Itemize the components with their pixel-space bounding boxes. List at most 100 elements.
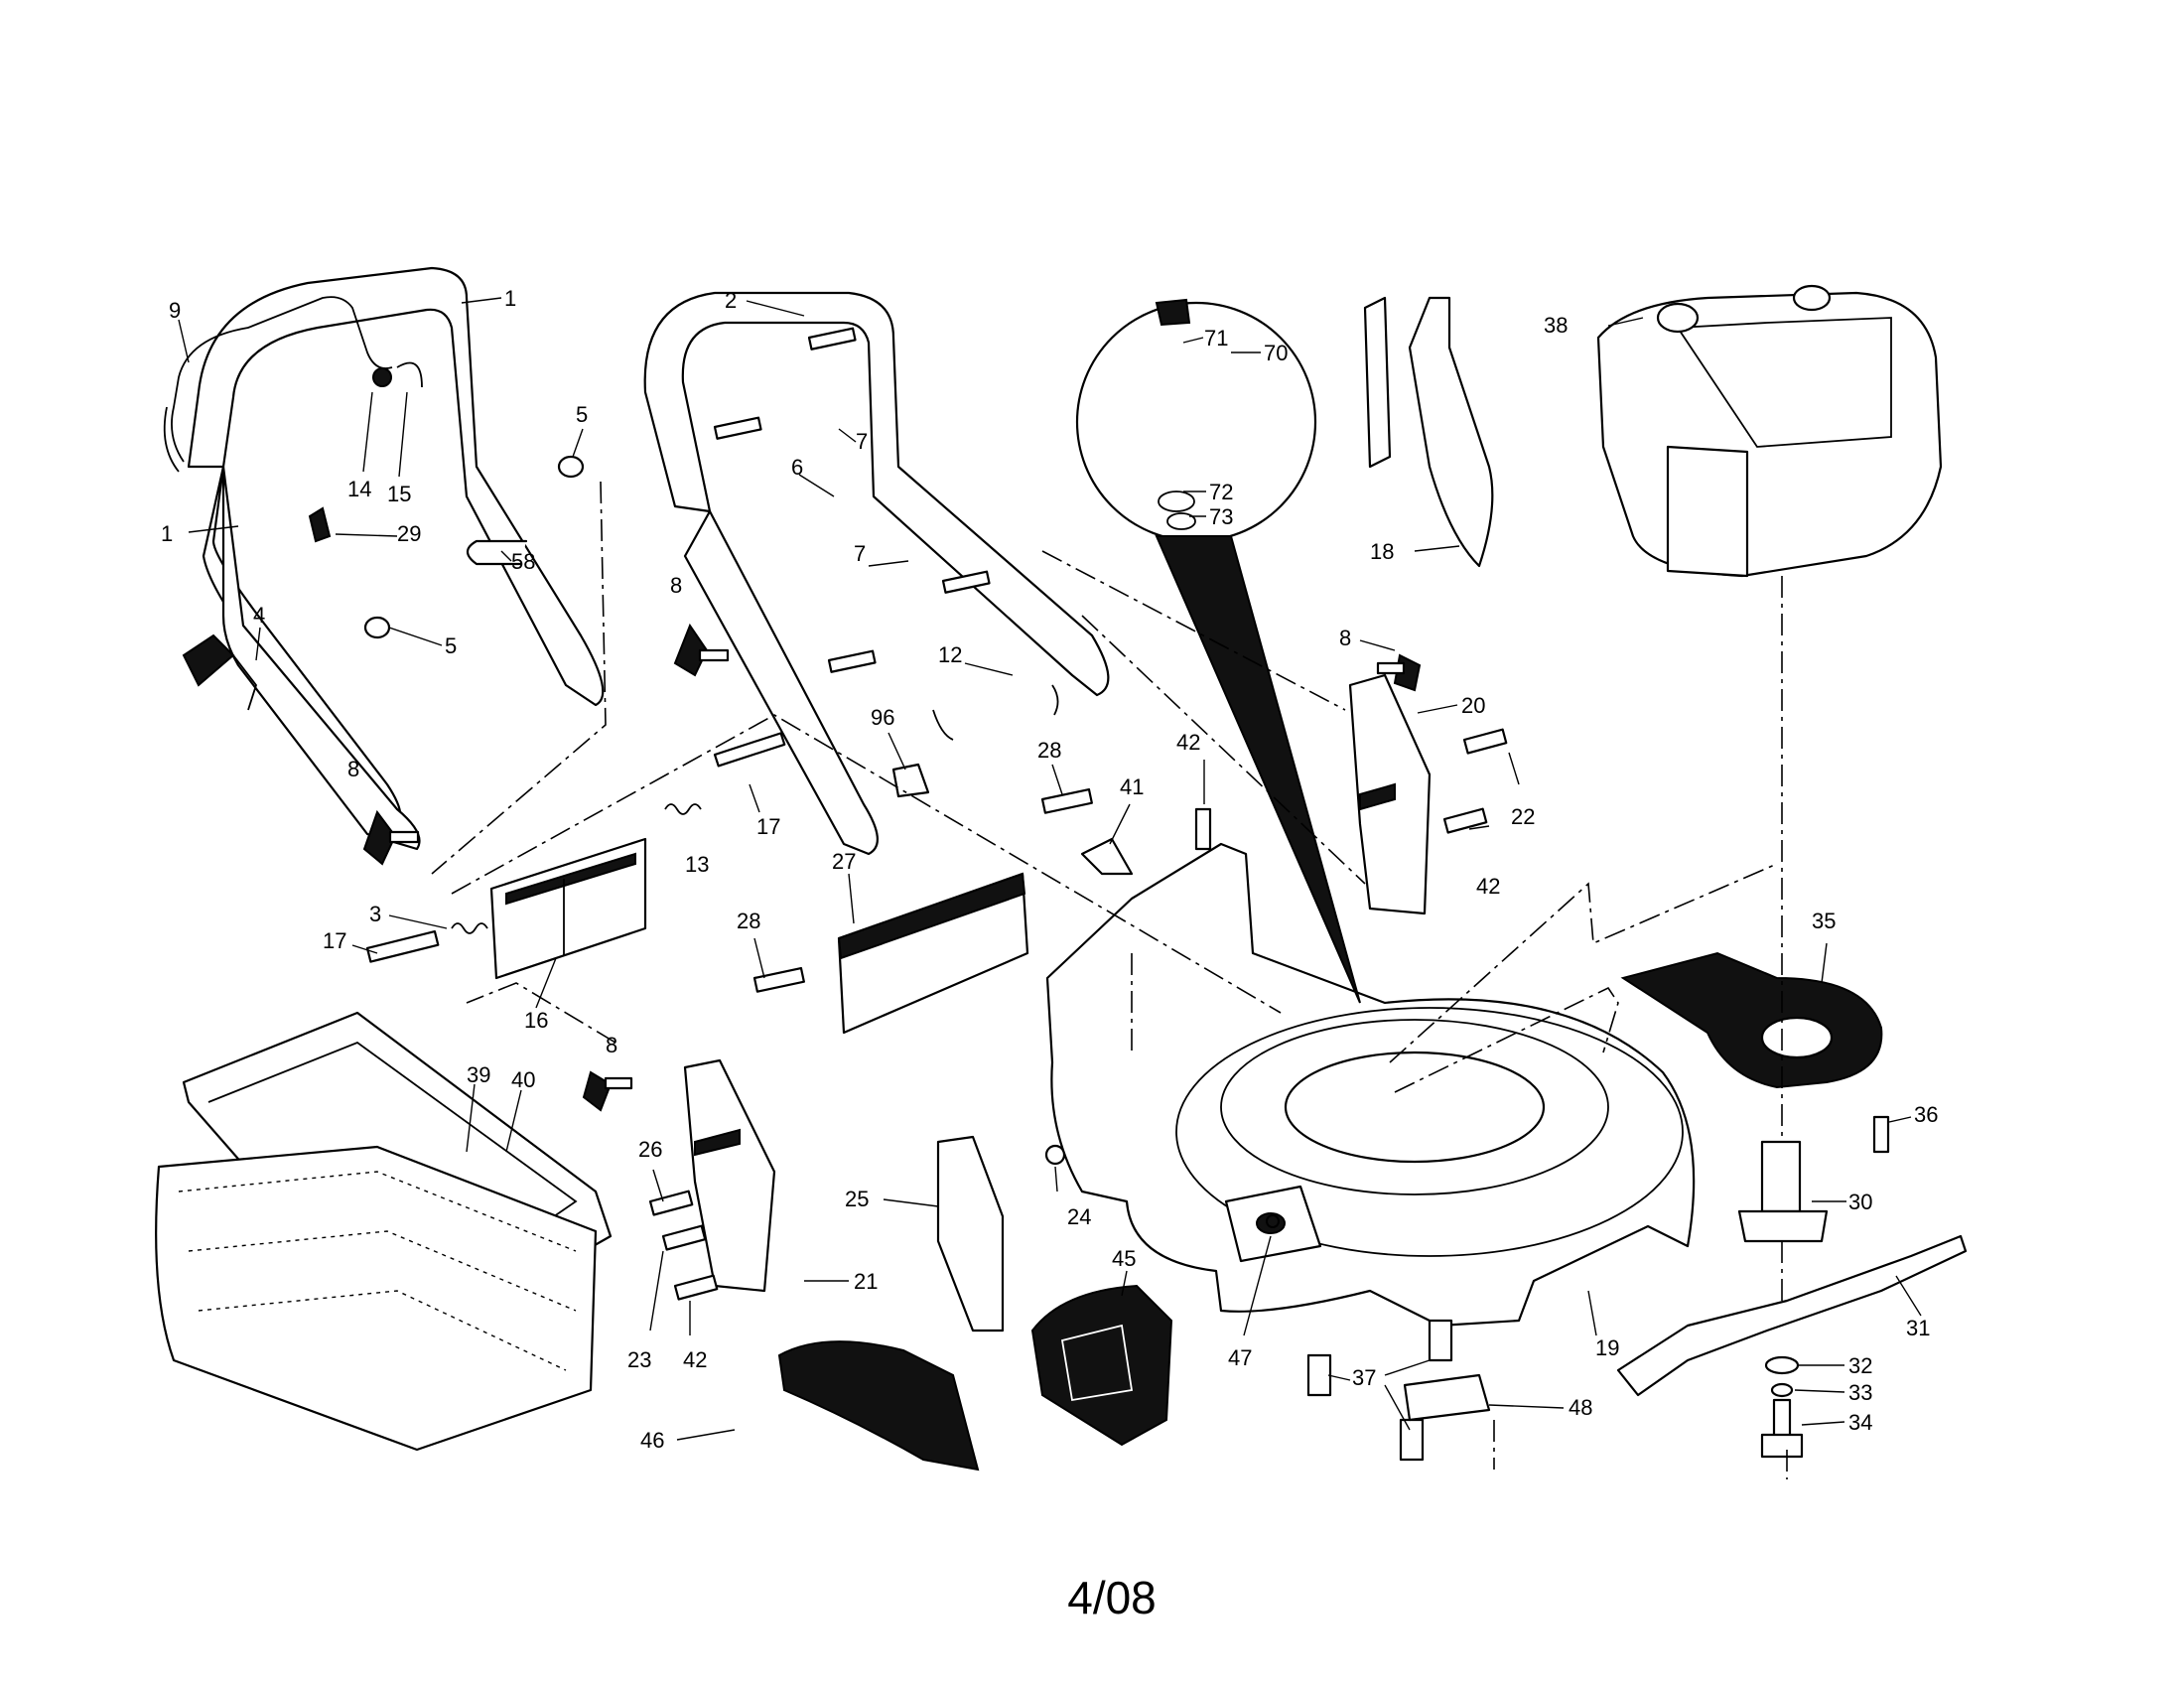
callout-28-lower: 28 [737, 909, 760, 933]
callout-58: 58 [511, 549, 535, 574]
callout-33: 33 [1848, 1380, 1872, 1405]
callout-39: 39 [467, 1062, 490, 1087]
callout-7-lower: 7 [854, 541, 866, 566]
callout-37: 37 [1352, 1365, 1376, 1390]
callout-8-right: 8 [1339, 626, 1351, 650]
callout-71: 71 [1204, 326, 1228, 351]
rear-flap-part-27 [837, 872, 1029, 1035]
control-bail-part-9 [163, 296, 393, 473]
callout-42-right: 42 [1476, 874, 1500, 899]
cable-clip-part-12 [932, 684, 1059, 741]
callout-47: 47 [1228, 1345, 1252, 1370]
callout-73: 73 [1209, 504, 1233, 529]
bolt-part-28-b [752, 966, 805, 993]
detail-inset-part-70 [1075, 298, 1361, 1004]
callout-48: 48 [1569, 1395, 1592, 1420]
callout-42-upper: 42 [1176, 730, 1200, 755]
engine-part-38 [1596, 284, 1943, 578]
discharge-chute-part-25 [936, 1135, 1005, 1333]
callout-27: 27 [832, 849, 856, 874]
callout-23: 23 [627, 1347, 651, 1372]
callout-19: 19 [1595, 1335, 1619, 1360]
callout-38: 38 [1544, 313, 1568, 338]
bolt-part-36 [1872, 1115, 1890, 1154]
rod-part-17-upper [713, 732, 786, 768]
bolt-part-28-a [1040, 787, 1093, 814]
mulch-door-part-46 [777, 1340, 980, 1472]
callout-28-upper: 28 [1037, 738, 1061, 763]
shoulder-bolt-part-37-b [1428, 1319, 1453, 1362]
callout-21: 21 [854, 1269, 878, 1294]
side-discharge-part-45 [1030, 1284, 1173, 1447]
callout-3: 3 [369, 902, 381, 926]
blade-baffle-part-35 [1620, 951, 1883, 1089]
bolt-part-7-b [713, 416, 762, 440]
bolt-part-23 [661, 1224, 707, 1251]
callout-8-bottom: 8 [606, 1033, 617, 1057]
rear-door-part-16 [489, 837, 647, 980]
callout-30: 30 [1848, 1190, 1872, 1214]
upper-handle-part-1 [187, 266, 605, 826]
bracket-part-48 [1403, 1373, 1491, 1422]
bolt-part-22 [1462, 728, 1508, 755]
height-adjust-bracket-part-20 [1348, 673, 1432, 915]
assembly-line-handle-to-deck [431, 481, 1788, 1479]
callout-16: 16 [524, 1008, 548, 1033]
callout-46: 46 [640, 1428, 664, 1453]
washer-part-5-b [363, 616, 391, 639]
spring-part-29 [308, 506, 332, 543]
callout-5-upper: 5 [576, 402, 588, 427]
callout-2: 2 [725, 288, 737, 313]
bolt-part-7-a [807, 327, 857, 351]
blade-bolt-part-34 [1760, 1398, 1804, 1459]
callout-9: 9 [169, 298, 181, 323]
callout-25: 25 [845, 1187, 869, 1211]
blade-adapter-part-30 [1737, 1140, 1829, 1243]
knob-part-8-right [1376, 653, 1422, 692]
grass-catcher-bag-part-40 [155, 1145, 598, 1452]
knob-part-8-bottom-left [582, 1070, 633, 1112]
callout-32: 32 [1848, 1353, 1872, 1378]
bolt-part-42-c [673, 1274, 719, 1301]
washer-part-5-a [557, 455, 585, 479]
callout-14: 14 [347, 477, 371, 501]
u-bolt-part-58 [466, 539, 528, 566]
height-adjust-bracket-part-21 [683, 1058, 776, 1293]
callout-6: 6 [791, 455, 803, 480]
callout-26: 26 [638, 1137, 662, 1162]
bolt-part-42-a [1442, 807, 1488, 834]
callout-29: 29 [397, 521, 421, 546]
mulch-plug-part-18 [1363, 296, 1494, 568]
cable-clamp-part-96 [891, 763, 930, 798]
callout-24: 24 [1067, 1204, 1091, 1229]
callout-35: 35 [1812, 909, 1836, 933]
rod-part-17-lower [365, 929, 440, 963]
shoulder-bolt-part-37-c [1399, 1418, 1425, 1462]
callout-17-upper: 17 [756, 814, 780, 839]
callout-36: 36 [1914, 1102, 1938, 1127]
callout-72: 72 [1209, 480, 1233, 504]
callout-42-lower: 42 [683, 1347, 707, 1372]
callout-13: 13 [685, 852, 709, 877]
callout-1-lower: 1 [161, 521, 173, 546]
callout-12: 12 [938, 642, 962, 667]
washer-part-32 [1764, 1355, 1800, 1375]
rear-bracket-part-41 [1080, 837, 1134, 876]
callout-45: 45 [1112, 1246, 1136, 1271]
callout-20: 20 [1461, 693, 1485, 718]
callout-34: 34 [1848, 1410, 1872, 1435]
callout-70: 70 [1264, 341, 1288, 365]
nut-part-47 [1266, 1214, 1280, 1228]
callout-18: 18 [1370, 539, 1394, 564]
callout-1-upper: 1 [504, 286, 516, 311]
nut-part-14 [372, 367, 392, 387]
callouts: 1 1 2 3 4 5 5 6 7 7 8 8 8 8 9 12 13 14 1… [161, 286, 1938, 1453]
mower-deck-part-19 [1045, 842, 1696, 1328]
washer-part-33 [1770, 1382, 1794, 1398]
callout-40: 40 [511, 1067, 535, 1092]
knob-part-4 [182, 633, 258, 711]
bolt-part-7-d [827, 649, 877, 673]
upper-handle-part-2 [643, 291, 1110, 856]
knob-part-8-upper-left [673, 623, 730, 677]
